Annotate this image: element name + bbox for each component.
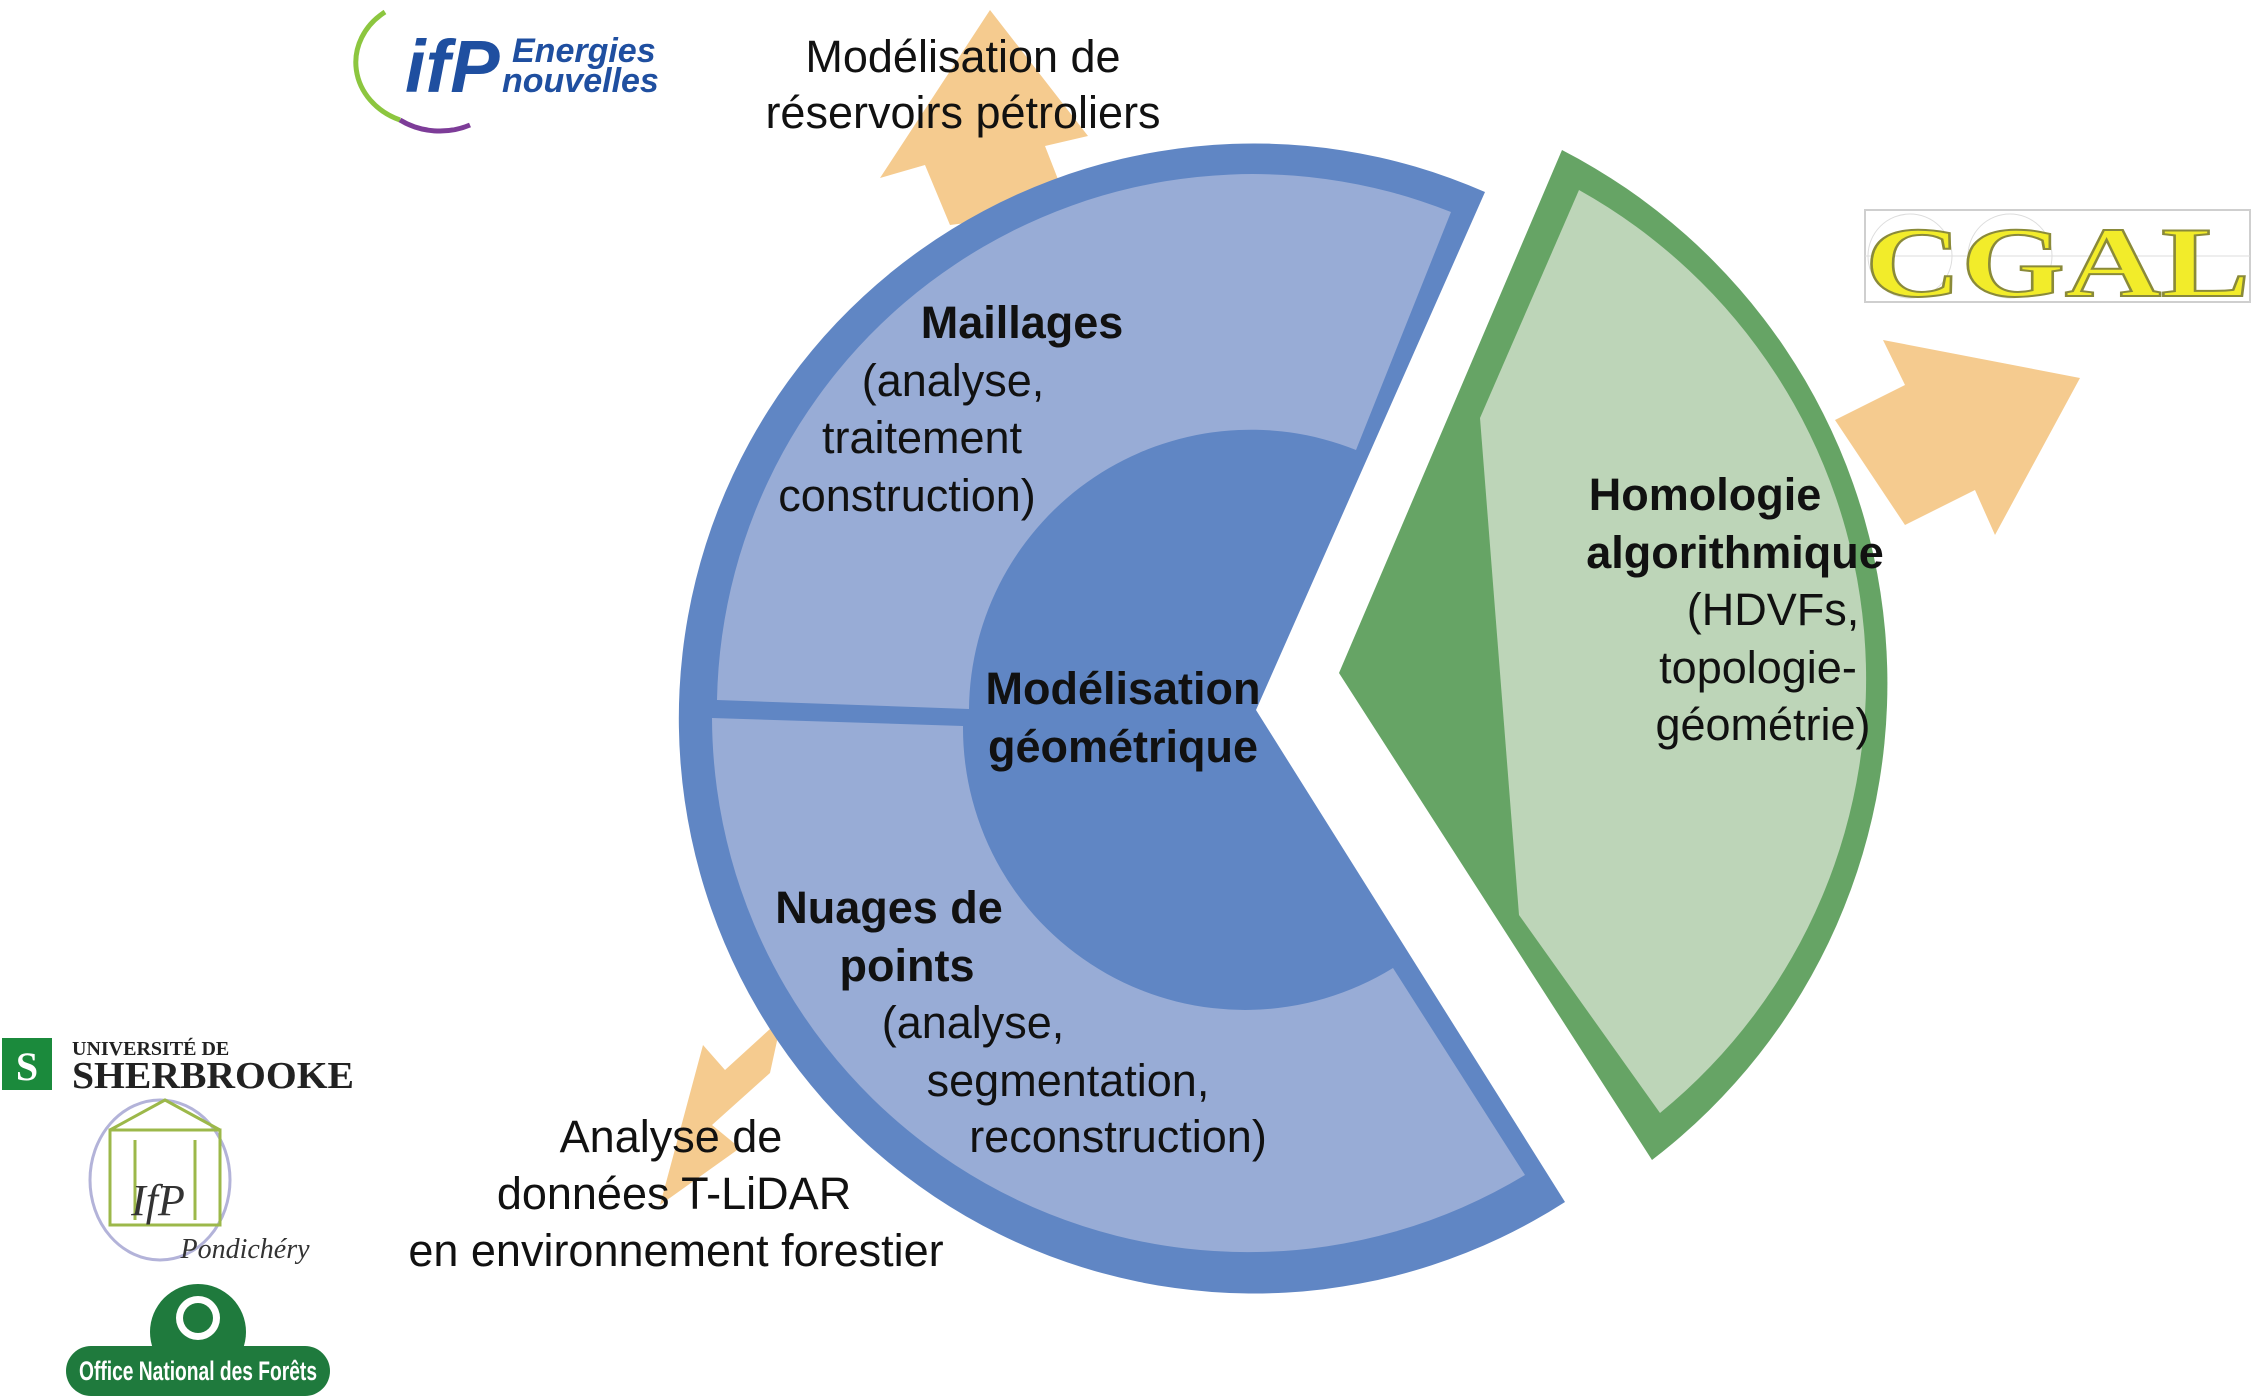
points-line-2: segmentation, [927,1055,1210,1106]
homology-line-2: topologie- [1659,642,1857,693]
ifp-pondichery-text: Pondichéry [179,1234,310,1265]
meshes-sector [717,174,1451,709]
ifpen-logo: ifP Energies nouvelles [353,9,659,134]
arrow-bottom-caption-line2: données T-LiDAR [497,1168,851,1219]
points-title-line1: Nuages de [775,882,1003,933]
arrow-bottom-caption-line3: en environnement forestier [408,1225,943,1276]
points-title-line2: points [840,940,975,991]
homology-line-3: géométrie) [1655,699,1870,750]
points-line-3: reconstruction) [969,1111,1267,1162]
center-title-line1: Modélisation [985,663,1260,714]
arrow-right [1835,340,2080,535]
sherbrooke-line2: SHERBROOKE [72,1055,354,1097]
onf-text: Office National des Forêts [79,1356,317,1386]
arrow-bottom [660,1018,782,1205]
points-line-1: (analyse, [882,997,1065,1048]
meshes-line-3: construction) [778,470,1036,521]
onf-logo: Office National des Forêts [66,1284,330,1396]
meshes-line-1: (analyse, [862,355,1045,406]
ifp-pondichery-mark: IfP [130,1176,185,1225]
sherbrooke-line1: UNIVERSITÉ DE [72,1037,229,1060]
ifpen-text-line1: Energies [512,32,656,70]
homology-line-1: (HDVFs, [1687,584,1860,635]
arrow-top-caption-line1: Modélisation de [805,31,1120,82]
homology-title-line2: algorithmique [1586,527,1884,578]
ifpen-text-line2: nouvelles [502,62,659,100]
cgal-logo: CGAL [1864,206,2251,319]
sherbrooke-shield-icon: S [16,1044,38,1089]
meshes-title: Maillages [921,297,1124,348]
meshes-line-2: traitement [822,412,1023,463]
homology-sector [1480,190,1867,1113]
ifp-pondichery-logo: IfP Pondichéry [88,1098,310,1265]
points-sector [712,718,1525,1253]
arrow-top-caption-line2: réservoirs pétroliers [765,87,1160,138]
center-title-line2: géométrique [988,721,1258,772]
arrow-bottom-caption-line1: Analyse de [560,1111,783,1162]
homology-title-line1: Homologie [1589,469,1822,520]
sherbrooke-logo: S UNIVERSITÉ DE SHERBROOKE [2,1037,354,1097]
ifpen-mark: ifP [405,25,500,108]
arrow-top [880,10,1088,225]
cgal-text: CGAL [1865,207,2250,318]
